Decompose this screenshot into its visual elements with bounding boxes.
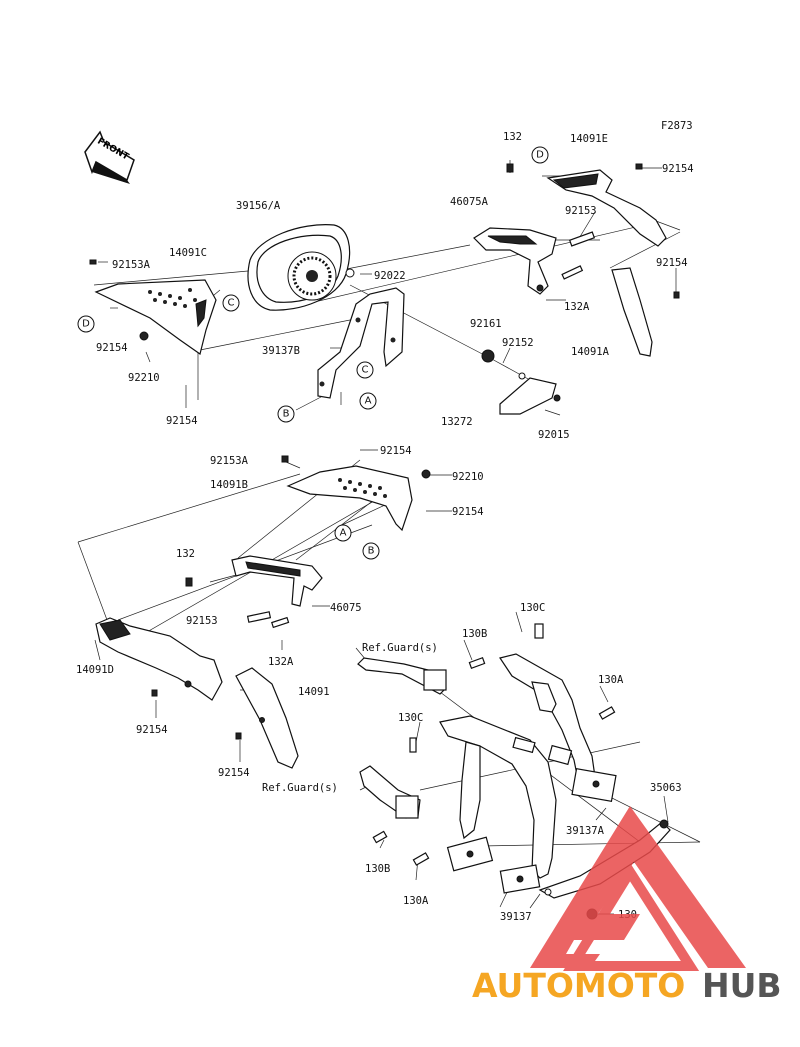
callout-b-handle: B xyxy=(277,405,295,423)
label-14091d: 14091D xyxy=(76,664,114,676)
ref-guard-bottom xyxy=(359,765,421,819)
label-130b: 130B xyxy=(365,863,390,875)
callout-b-mid: B xyxy=(362,542,380,560)
label-92153: 92153 xyxy=(186,615,218,627)
callout-c-handle: C xyxy=(356,361,374,379)
svg-text:C: C xyxy=(362,365,369,376)
callout-c-left: C xyxy=(222,294,240,312)
watermark-part1: AUTOMOTO xyxy=(472,966,685,1005)
label-14091a: 14091A xyxy=(571,346,610,358)
label-92154: 92154 xyxy=(662,163,694,175)
watermark-part2: HUB xyxy=(702,966,782,1005)
cover-14091d xyxy=(95,617,223,701)
frame-39137a xyxy=(468,623,617,802)
label-92210: 92210 xyxy=(452,471,484,483)
label-132: 132 xyxy=(503,131,522,143)
frame-39137 xyxy=(372,715,573,894)
label-92154: 92154 xyxy=(96,342,128,354)
cover-14091 xyxy=(235,667,299,769)
label-14091c: 14091C xyxy=(169,247,207,259)
label-92154: 92154 xyxy=(452,506,484,518)
label-92154: 92154 xyxy=(166,415,198,427)
ref-guard-top xyxy=(357,657,447,695)
label-39137b: 39137B xyxy=(262,345,300,357)
label-39156a: 39156/A xyxy=(236,200,281,212)
label-132a: 132A xyxy=(564,301,590,313)
label-130b: 130B xyxy=(462,628,487,640)
cover-14091a xyxy=(611,267,680,357)
label-13272: 13272 xyxy=(441,416,473,428)
label-46075: 46075 xyxy=(330,602,362,614)
cover-14091b xyxy=(281,455,431,532)
label-132: 132 xyxy=(176,548,195,560)
label-35063: 35063 xyxy=(650,782,682,794)
label-130a: 130A xyxy=(598,674,624,686)
svg-text:D: D xyxy=(82,319,90,330)
svg-text:D: D xyxy=(536,150,544,161)
label-14091b: 14091B xyxy=(210,479,248,491)
label-92153a: 92153A xyxy=(210,455,249,467)
label-14091e: 14091E xyxy=(570,133,608,145)
label-92153a: 92153A xyxy=(112,259,151,271)
svg-text:A: A xyxy=(365,396,372,407)
plate-13272 xyxy=(481,349,561,415)
callout-d-left: D xyxy=(77,315,95,333)
label-39137: 39137 xyxy=(500,911,532,923)
cover-14091c xyxy=(89,259,217,355)
svg-text:B: B xyxy=(368,546,375,557)
label-92015: 92015 xyxy=(538,429,570,441)
label-92210: 92210 xyxy=(128,372,160,384)
svg-text:B: B xyxy=(283,409,290,420)
label-92154: 92154 xyxy=(218,767,250,779)
label-39137a: 39137A xyxy=(566,825,605,837)
label-ref-guard: Ref.Guard(s) xyxy=(362,642,438,654)
watermark-text: AUTOMOTO HUB xyxy=(472,966,782,1005)
label-92152: 92152 xyxy=(502,337,534,349)
label-92154: 92154 xyxy=(380,445,412,457)
svg-text:C: C xyxy=(228,298,235,309)
label-92154: 92154 xyxy=(656,257,688,269)
label-132a: 132A xyxy=(268,656,294,668)
front-arrow-icon: FRONT xyxy=(84,130,135,184)
svg-text:A: A xyxy=(340,528,347,539)
label-130a: 130A xyxy=(403,895,429,907)
part-labels: 132 14091E 92154 46075A 92153 39156/A 92… xyxy=(76,131,694,923)
label-46075a: 46075A xyxy=(450,196,489,208)
handle-39137b xyxy=(317,287,405,399)
label-130c: 130C xyxy=(520,602,545,614)
label-130c: 130C xyxy=(398,712,423,724)
cover-14091e xyxy=(506,163,667,247)
bracket-46075 xyxy=(185,555,323,629)
seat-pad-39156 xyxy=(247,224,355,311)
label-92022: 92022 xyxy=(374,270,406,282)
label-92154: 92154 xyxy=(136,724,168,736)
figure-code: F2873 xyxy=(661,120,693,132)
label-92153: 92153 xyxy=(565,205,597,217)
bracket-46075a xyxy=(473,227,596,295)
callout-d-top: D xyxy=(531,146,549,164)
callout-a-mid: A xyxy=(334,524,352,542)
watermark-logo xyxy=(530,806,746,971)
callout-a-handle: A xyxy=(359,392,377,410)
label-14091: 14091 xyxy=(298,686,330,698)
label-92161: 92161 xyxy=(470,318,502,330)
label-ref-guard: Ref.Guard(s) xyxy=(262,782,338,794)
